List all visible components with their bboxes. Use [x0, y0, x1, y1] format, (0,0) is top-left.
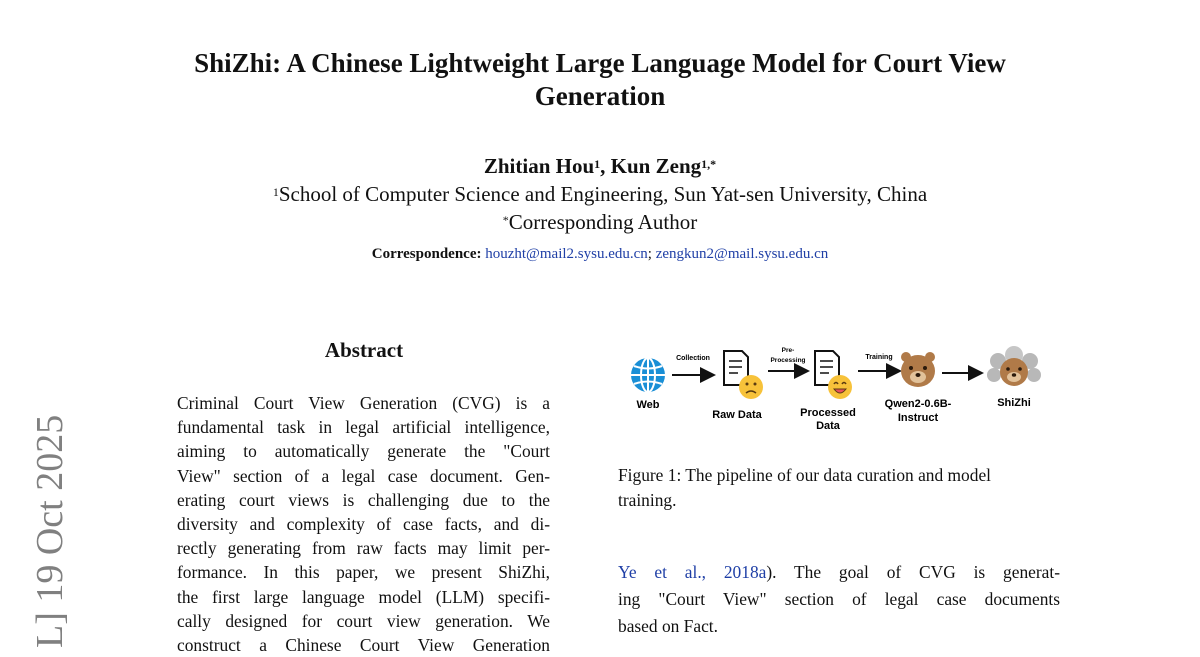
body-line: ing "Court View" section of legal case d… — [618, 589, 1060, 609]
abstract-line: diversity and complexity of case facts, … — [177, 514, 550, 535]
author-name: Kun Zeng — [610, 154, 702, 178]
author-affiliation-mark: 1 — [594, 157, 601, 171]
corresponding-author-note: *Corresponding Author — [0, 209, 1200, 235]
body-line: based on Fact. — [618, 616, 718, 636]
paper-title: ShiZhi: A Chinese Lightweight Large Lang… — [100, 47, 1100, 113]
caption-line-1: Figure 1: The pipeline of our data curat… — [618, 465, 991, 485]
abstract-body: Criminal Court View Generation (CVG) is … — [177, 391, 550, 657]
edge-label-processing: Processing — [770, 357, 805, 364]
author-name: Zhitian Hou — [483, 154, 595, 178]
body-line-1-text: ). The goal of CVG is generat- — [766, 562, 1060, 582]
document-happy-icon — [814, 350, 852, 399]
arxiv-stamp: L] 19 Oct 2025 — [29, 414, 71, 648]
pipeline-diagram: Web Collection Raw Data Pre- Processing — [631, 346, 1041, 432]
abstract-line: View" section of a legal case document. … — [177, 465, 550, 486]
edge-label-pre: Pre- — [782, 347, 795, 354]
edge-label-training: Training — [865, 354, 892, 361]
author-separator: , — [600, 154, 611, 178]
abstract-line: formance. In this paper, we present ShiZ… — [177, 562, 550, 583]
abstract-line: the first large language model (LLM) spe… — [177, 586, 550, 607]
abstract-line: rectly generating from raw facts may lim… — [177, 538, 550, 559]
abstract-line: construct a Chinese Court View Generatio… — [177, 635, 550, 656]
author-affiliation-mark: 1,* — [701, 157, 717, 171]
corresponding-text: Corresponding Author — [508, 210, 698, 234]
abstract-line: erating court views is challenging due t… — [177, 489, 550, 510]
email-separator: ; — [647, 246, 652, 262]
citation-link[interactable]: Ye et al., 2018a — [618, 562, 767, 582]
corresponding-mark: * — [502, 213, 509, 227]
email-link-1[interactable]: houzht@mail2.sysu.edu.cn — [485, 246, 648, 262]
node-label-data: Data — [816, 420, 841, 432]
node-label-instruct: Instruct — [898, 412, 939, 424]
figure-caption: Figure 1: The pipeline of our data curat… — [618, 463, 1060, 512]
email-link-2[interactable]: zengkun2@mail.sysu.edu.cn — [655, 246, 829, 262]
abstract-line: Criminal Court View Generation (CVG) is … — [177, 393, 550, 413]
edge-label-collection: Collection — [676, 355, 710, 362]
correspondence-line: Correspondence: houzht@mail2.sysu.edu.cn… — [0, 244, 1200, 264]
correspondence-label: Correspondence: — [371, 246, 482, 262]
title-line-2: Generation — [534, 81, 666, 111]
affiliation-mark: 1 — [272, 185, 279, 199]
title-line-1: ShiZhi: A Chinese Lightweight Large Lang… — [194, 48, 1006, 78]
author-list: Zhitian Hou1, Kun Zeng1,* — [0, 153, 1200, 179]
affiliation-text: School of Computer Science and Engineeri… — [278, 182, 928, 206]
abstract-line: fundamental task in legal artificial int… — [177, 417, 550, 438]
node-label-processed: Processed — [800, 407, 856, 419]
node-label-qwen: Qwen2-0.6B- — [885, 398, 952, 410]
affiliation: 1School of Computer Science and Engineer… — [0, 181, 1200, 207]
pipeline-figure: Web Collection Raw Data Pre- Processing — [618, 343, 1058, 438]
abstract-heading: Abstract — [324, 338, 404, 362]
abstract-line: cally designed for court view generation… — [177, 610, 550, 631]
caption-line-2: training. — [618, 489, 677, 510]
abstract-line: aiming to automatically generate the "Co… — [177, 441, 550, 462]
body-line: Ye et al., 2018a). The goal of CVG is ge… — [618, 559, 1060, 586]
judge-bear-icon — [987, 346, 1041, 386]
globe-icon — [631, 357, 665, 393]
node-label-raw-data: Raw Data — [712, 409, 762, 421]
bear-icon — [901, 352, 935, 387]
node-label-web: Web — [636, 399, 659, 411]
document-sad-icon — [723, 350, 763, 399]
body-text-right: Ye et al., 2018a). The goal of CVG is ge… — [618, 559, 1060, 640]
node-label-shizhi: ShiZhi — [997, 397, 1031, 409]
